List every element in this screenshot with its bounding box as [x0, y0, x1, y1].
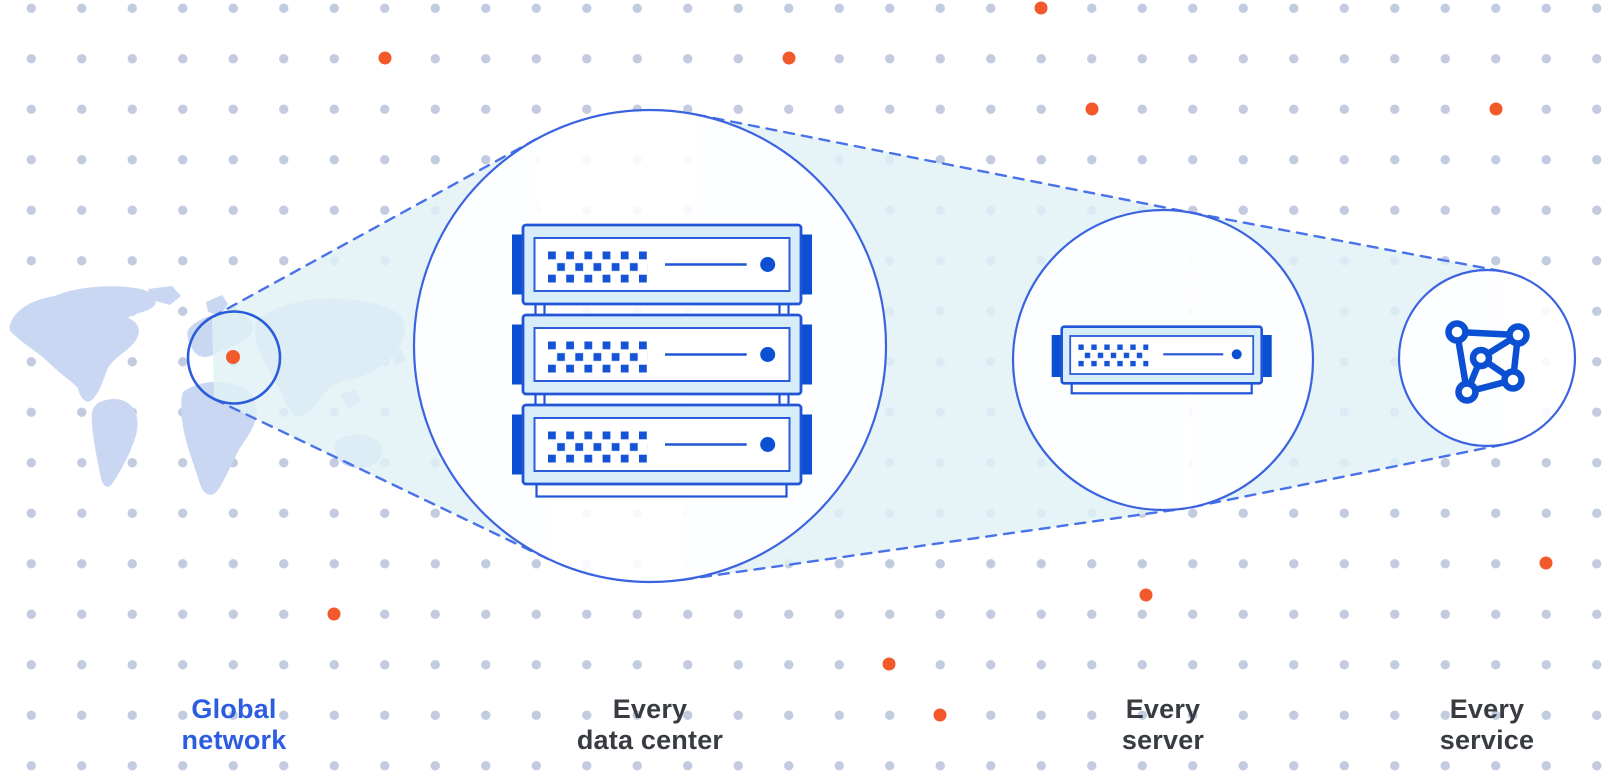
beam-dashed-edges: [210, 113, 1506, 581]
accent-dot: [1139, 588, 1153, 602]
map-location-marker: [226, 350, 240, 364]
label-every-service: Every service: [1439, 694, 1535, 755]
accent-dot: [327, 607, 341, 621]
rack-unit: [512, 223, 812, 306]
label-global-network: Global network: [181, 694, 287, 755]
accent-dot: [378, 51, 392, 65]
accent-dot: [1489, 102, 1503, 116]
accent-dot: [1085, 102, 1099, 116]
network-graph-icon: [1445, 320, 1530, 404]
accent-dot: [1034, 1, 1048, 15]
server-icon: [1051, 325, 1272, 395]
accent-dot: [933, 708, 947, 722]
map-highlight-circle: [186, 310, 282, 405]
rack-unit: [512, 313, 812, 396]
rack-unit: [512, 403, 812, 486]
label-every-server: Every server: [1121, 694, 1205, 755]
accent-dot: [782, 51, 796, 65]
accent-dot: [1539, 556, 1553, 570]
accent-dot: [882, 657, 896, 671]
label-every-data-center: Every data center: [576, 694, 724, 755]
server-rack-icon: [512, 223, 812, 498]
